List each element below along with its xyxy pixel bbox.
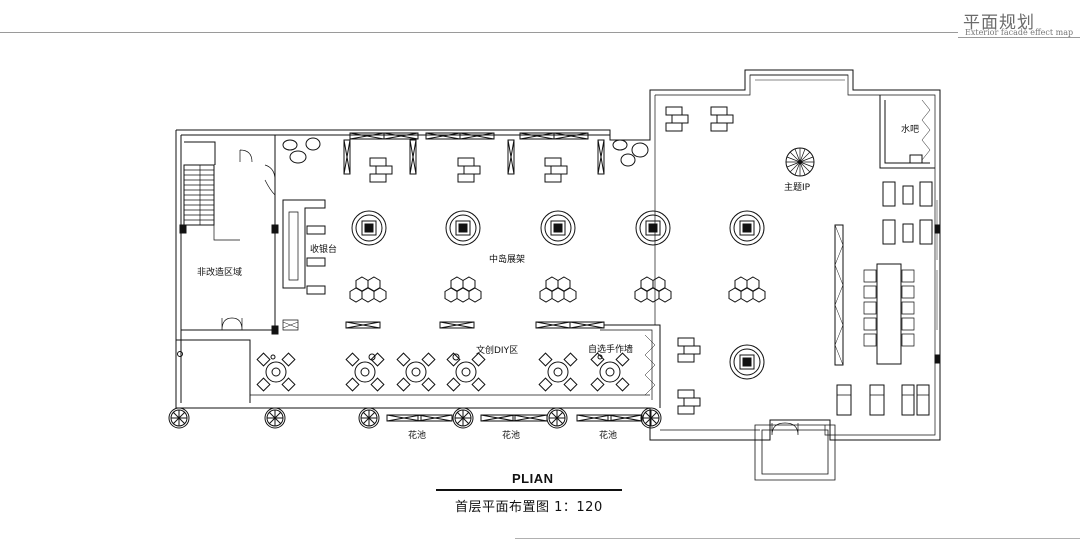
label-handmade-wall: 自选手作墙	[588, 345, 634, 355]
footer-rule	[515, 538, 1080, 539]
header-rule-right	[958, 37, 1080, 38]
label-non-renovation-area: 非改造区域	[197, 268, 243, 278]
header-rule	[0, 32, 958, 33]
label-planter: 花池	[599, 431, 618, 441]
label-island-shelf: 中岛展架	[489, 255, 526, 265]
label-cashier: 收银台	[310, 245, 338, 255]
plan-heading: PLIAN	[512, 471, 554, 486]
label-theme-ip: 主题IP	[784, 183, 811, 193]
label-planter: 花池	[502, 431, 521, 441]
plan-caption: 首层平面布置图 1：120	[455, 500, 603, 515]
header-subtitle: Exterior facade effect map	[965, 28, 1074, 37]
label-water-bar: 水吧	[901, 125, 920, 135]
label-planter: 花池	[408, 431, 427, 441]
header-title: 平面规划	[963, 13, 1035, 33]
caption-underline	[436, 489, 622, 491]
wall-outer	[175, 129, 650, 409]
label-diy-zone: 文创DIY区	[476, 346, 519, 356]
